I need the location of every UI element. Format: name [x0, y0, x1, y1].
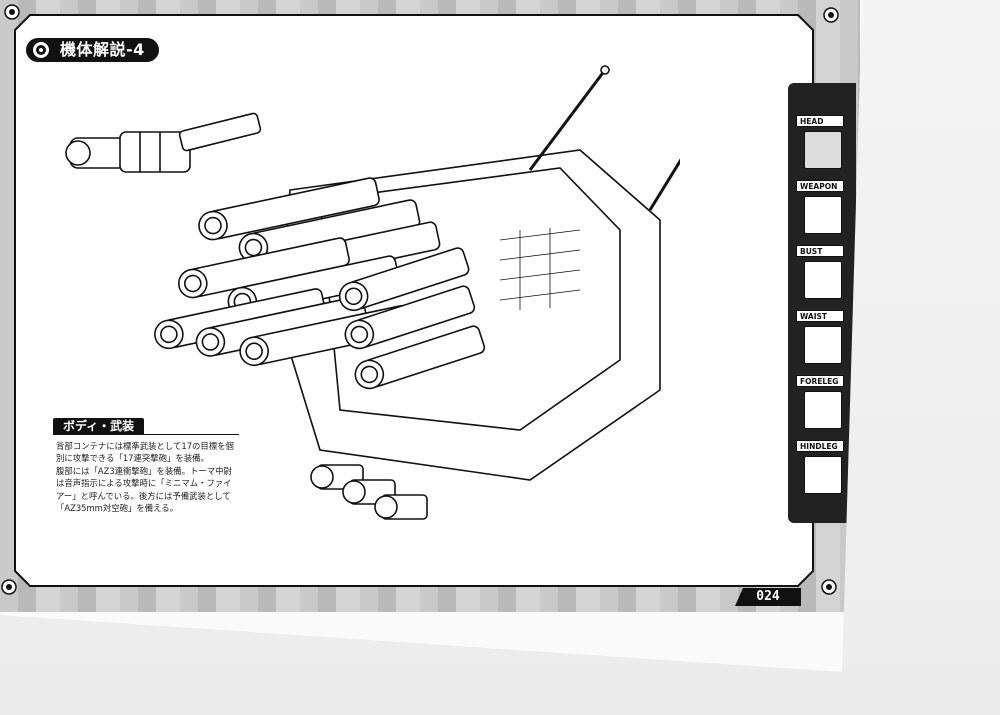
- bust-thumbnail-icon: [804, 261, 842, 299]
- page-title: 機体解説-4: [60, 40, 145, 59]
- nav-item-label: FORELEG: [796, 375, 844, 387]
- missile-barrel-cluster: [154, 177, 486, 390]
- head-thumbnail-icon: [804, 131, 842, 169]
- nav-item-weapon[interactable]: WEAPON: [796, 180, 846, 238]
- gear-emblem-icon: [33, 42, 49, 58]
- nav-item-waist[interactable]: WAIST: [796, 310, 846, 368]
- waist-thumbnail-icon: [804, 326, 842, 364]
- nav-item-label: WEAPON: [796, 180, 844, 192]
- nav-item-label: HINDLEG: [796, 440, 844, 452]
- lower-triple-cannon: [310, 464, 428, 520]
- page-number: 024: [735, 588, 801, 606]
- nav-item-label: HEAD: [796, 115, 844, 127]
- bolt-icon: [823, 7, 839, 23]
- book-page: 機体解説-4: [0, 0, 860, 612]
- description-paragraph: 背部コンテナには標準武装として17の目標を個別に攻撃できる「17連突撃砲」を装備…: [56, 441, 234, 464]
- nav-item-hindleg[interactable]: HINDLEG: [796, 440, 846, 498]
- section-heading: ボディ・武装: [53, 418, 145, 435]
- mecha-body-illustration: [65, 65, 680, 520]
- section-underline: [53, 434, 239, 435]
- nav-item-foreleg[interactable]: FORELEG: [796, 375, 846, 433]
- page-title-tab: 機体解説-4: [26, 38, 159, 62]
- description-paragraph: 腹部には「AZ3連衝撃砲」を装備。トーマ中尉は音声指示による攻撃時に「ミニマム・…: [56, 465, 232, 514]
- description-text: 背部コンテナには標準武装として17の目標を個別に攻撃できる「17連突撃砲」を装備…: [56, 440, 236, 514]
- weapon-thumbnail-icon: [804, 196, 842, 234]
- bolt-icon: [1, 579, 17, 595]
- foreleg-thumbnail-icon: [804, 391, 842, 429]
- nav-item-label: BUST: [796, 245, 844, 257]
- nav-item-bust[interactable]: BUST: [796, 245, 846, 303]
- nav-item-label: WAIST: [796, 310, 844, 322]
- bolt-icon: [4, 4, 20, 20]
- hindleg-thumbnail-icon: [804, 456, 842, 494]
- nav-item-head[interactable]: HEAD: [796, 115, 846, 173]
- detached-cannon-illustration: [65, 112, 262, 173]
- bolt-icon: [821, 579, 837, 595]
